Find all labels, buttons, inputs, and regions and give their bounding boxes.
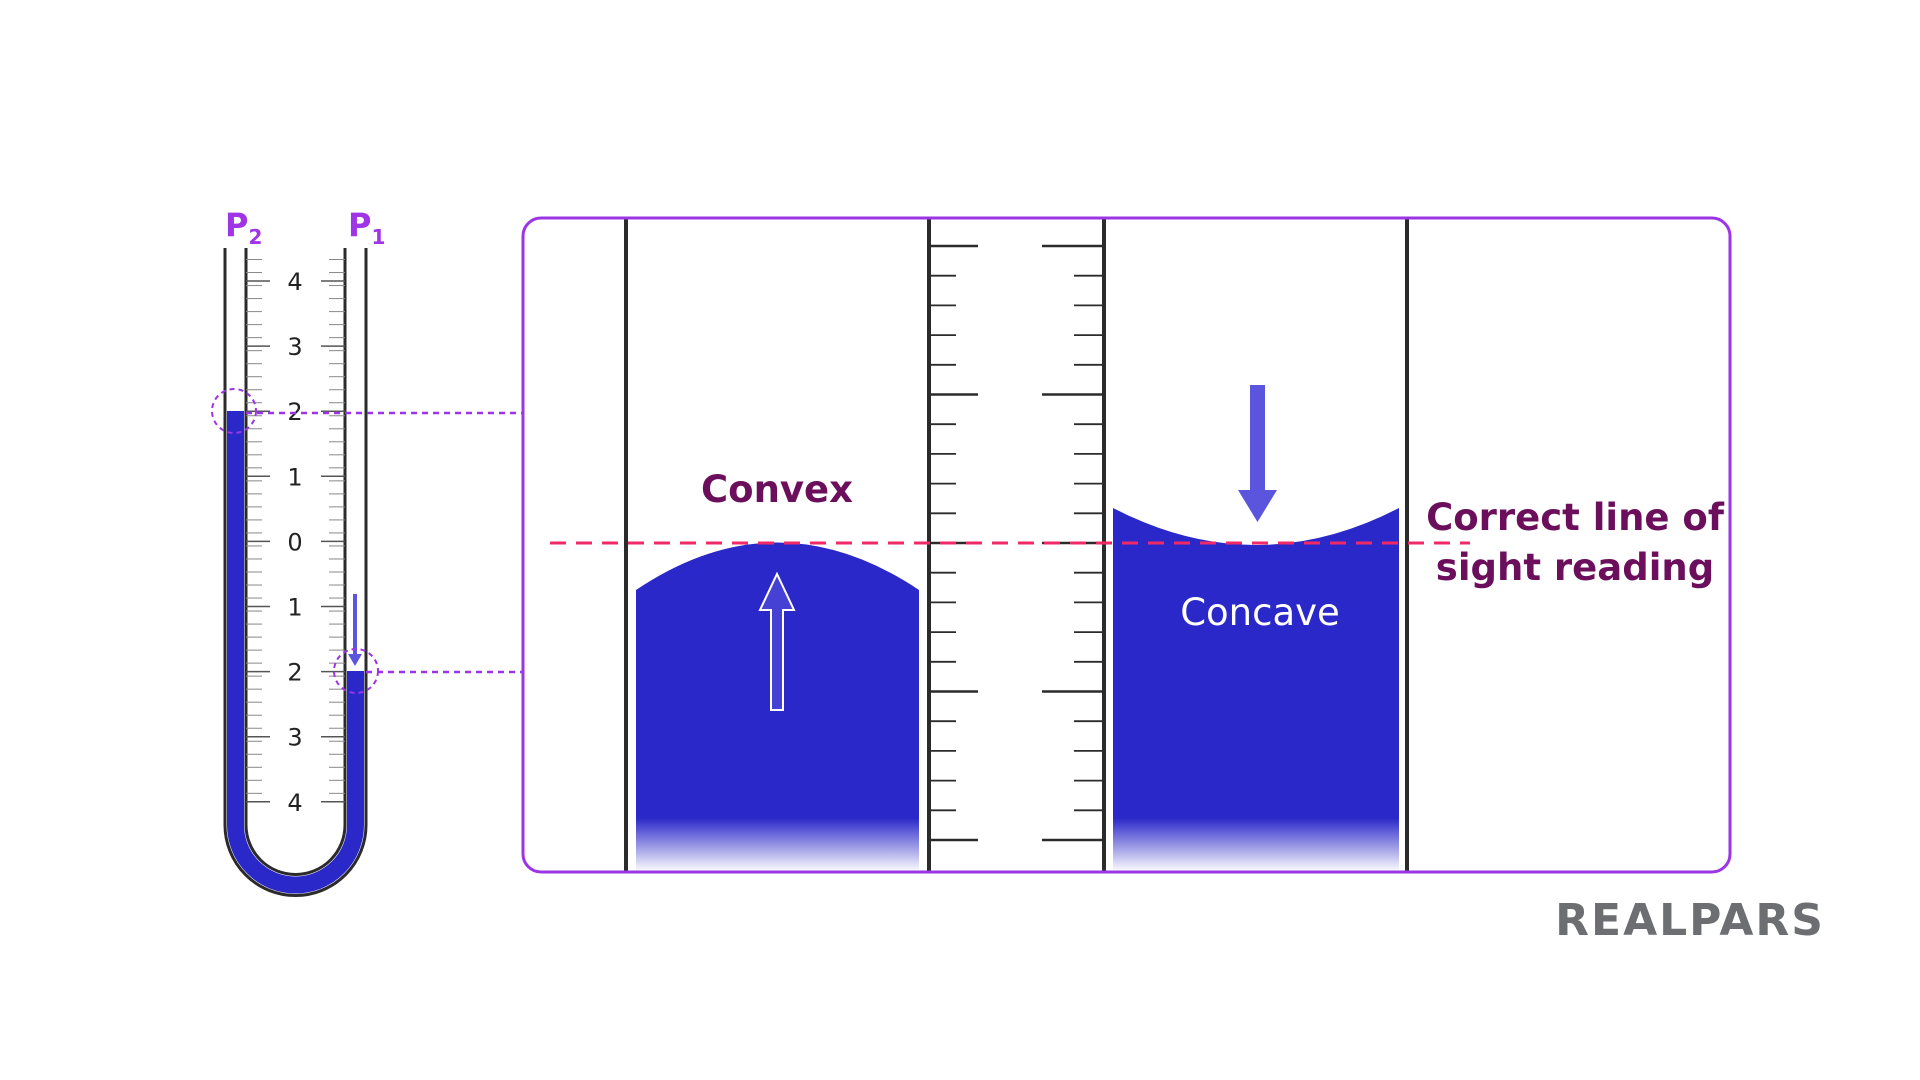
p1-label: P1 — [348, 206, 385, 249]
scale-number: 4 — [287, 789, 302, 817]
tube-outer-wall — [223, 248, 368, 897]
tube-inner-wall — [244, 248, 347, 876]
pressure-down-arrow-icon — [348, 594, 362, 666]
right-fluid-column — [347, 671, 364, 825]
sight-label-line2: sight reading — [1436, 546, 1714, 589]
scale-number: 1 — [287, 594, 302, 622]
scale-number: 2 — [287, 659, 302, 687]
scale-number: 3 — [287, 724, 302, 752]
p2-label: P2 — [225, 206, 262, 249]
meniscus-detail-panel: Convex Concave Correct line of sight rea… — [521, 216, 1732, 874]
sight-label-line1: Correct line of — [1426, 496, 1725, 539]
scale-number: 4 — [287, 268, 302, 296]
convex-label: Convex — [701, 468, 853, 511]
scale-number: 3 — [287, 333, 302, 361]
concave-down-arrow-icon — [1238, 385, 1277, 522]
bend-fluid — [227, 824, 364, 894]
manometer-scale: 432101234 — [246, 259, 345, 817]
bottom-fade — [523, 818, 1730, 872]
left-fluid-column — [227, 411, 244, 825]
left-level-highlight — [211, 388, 257, 434]
concave-label: Concave — [1180, 591, 1340, 634]
panel-frame — [521, 216, 1732, 874]
detail-ruler-ticks — [929, 244, 1104, 842]
convex-up-arrow-icon — [758, 571, 796, 711]
u-tube-manometer: 432101234 P2 P1 — [211, 206, 523, 897]
scale-number: 0 — [287, 528, 302, 556]
concave-fluid — [1113, 508, 1399, 872]
realpars-logo: REALPARS — [1555, 895, 1825, 946]
scale-number: 1 — [287, 463, 302, 491]
